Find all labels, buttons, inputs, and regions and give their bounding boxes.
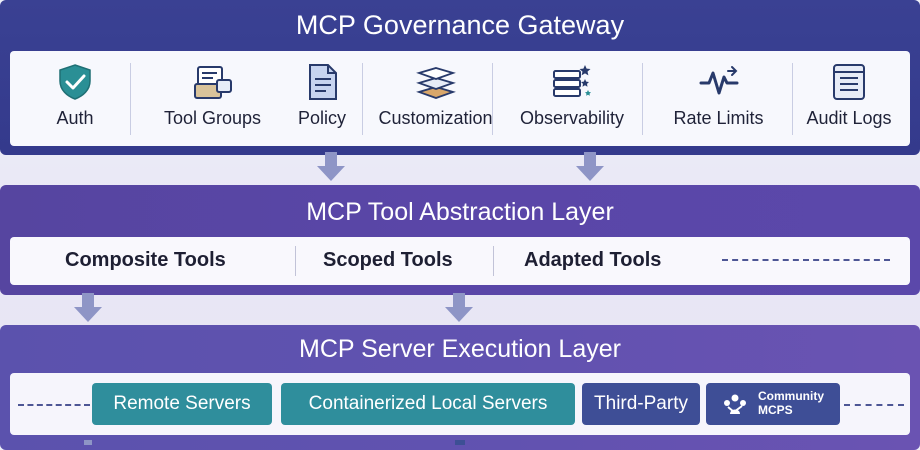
down-arrow-icon [317, 152, 345, 181]
abstraction-item-composite-tools[interactable]: Composite Tools [65, 249, 226, 271]
community-icon [724, 394, 746, 414]
abstraction-panel: Composite Tools Scoped Tools Adapted Too… [10, 237, 910, 285]
gateway-item-label: Customization [378, 108, 493, 128]
divider [492, 63, 493, 135]
gateway-item-label: Tool Groups [163, 108, 262, 128]
execution-panel: Remote Servers Containerized Local Serve… [10, 373, 910, 435]
abstraction-title: MCP Tool Abstraction Layer [306, 198, 614, 226]
down-arrow-icon [576, 152, 604, 181]
gateway-item-label: Policy [297, 108, 346, 128]
dashed-connector [722, 259, 890, 261]
down-arrow-stub [84, 440, 92, 445]
server-containerized-local[interactable]: Containerized Local Servers [281, 383, 575, 425]
layers-icon [415, 67, 456, 99]
gateway-item-rate-limits[interactable]: Rate Limits [656, 51, 781, 146]
document-icon [309, 64, 337, 100]
gateway-item-label: Rate Limits [673, 108, 764, 128]
tool-groups-icon [193, 66, 232, 99]
pulse-icon [699, 66, 738, 95]
governance-gateway-layer: MCP Governance Gateway Auth Tool Groups [0, 0, 920, 155]
server-remote-servers[interactable]: Remote Servers [92, 383, 272, 425]
abstraction-item-adapted-tools[interactable]: Adapted Tools [524, 249, 662, 271]
server-community-mcps[interactable]: Community MCPS [706, 383, 840, 425]
down-arrow-icon [74, 293, 102, 322]
down-arrow-stub [455, 440, 465, 445]
gateway-item-observability[interactable]: Observability [502, 51, 642, 146]
divider [792, 63, 793, 135]
divider [493, 246, 494, 276]
dashed-connector [18, 404, 90, 406]
down-arrow-icon [445, 293, 473, 322]
community-label: Community MCPS [758, 389, 824, 417]
gateway-item-label: Observability [519, 108, 625, 128]
server-execution-layer: MCP Server Execution Layer Remote Server… [0, 325, 920, 450]
gateway-panel: Auth Tool Groups Policy [10, 51, 910, 146]
divider [642, 63, 643, 135]
gateway-item-label: Auth [56, 108, 94, 128]
divider [295, 246, 296, 276]
shield-check-icon [59, 64, 91, 100]
gateway-item-policy[interactable]: Policy [282, 51, 362, 146]
gateway-title: MCP Governance Gateway [295, 10, 625, 40]
gateway-item-label: Audit Logs [806, 108, 892, 128]
gateway-item-audit-logs[interactable]: Audit Logs [795, 51, 903, 146]
server-third-party[interactable]: Third-Party [582, 383, 700, 425]
dashed-connector [844, 404, 904, 406]
tool-abstraction-layer: MCP Tool Abstraction Layer Composite Too… [0, 185, 920, 295]
gateway-item-tool-groups[interactable]: Tool Groups [150, 51, 275, 146]
divider [362, 63, 363, 135]
divider [130, 63, 131, 135]
execution-title: MCP Server Execution Layer [299, 335, 621, 363]
abstraction-item-scoped-tools[interactable]: Scoped Tools [323, 249, 453, 271]
gateway-item-auth[interactable]: Auth [25, 51, 125, 146]
audit-log-icon [833, 64, 865, 100]
observability-icon [553, 65, 591, 97]
gateway-item-customization[interactable]: Customization [368, 51, 503, 146]
